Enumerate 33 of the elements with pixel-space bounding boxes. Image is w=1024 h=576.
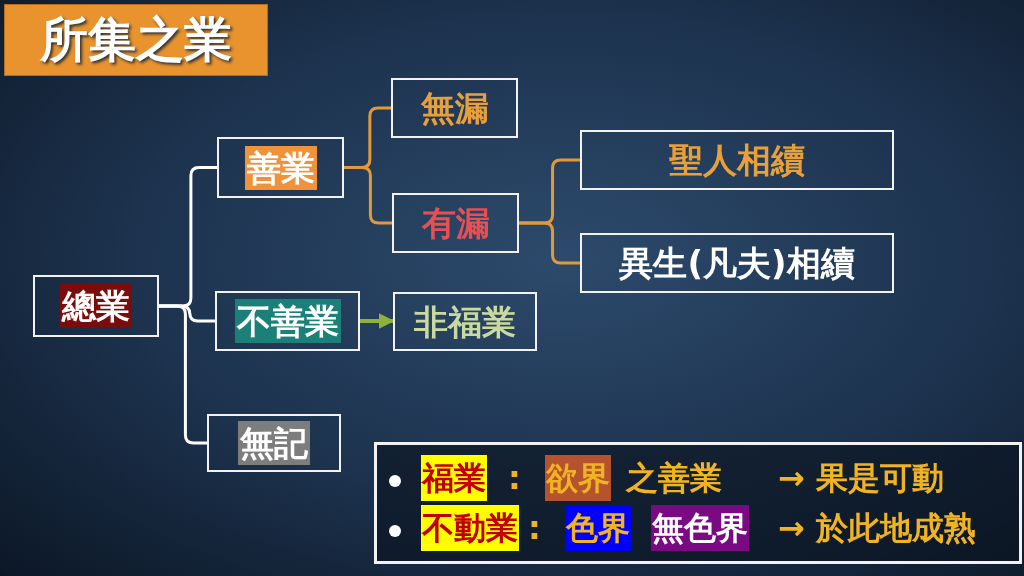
- note-text: → 於此地成熟: [777, 508, 977, 549]
- title-banner: 所集之業: [4, 4, 268, 76]
- highlighted-term: 欲界: [545, 455, 611, 501]
- bracket-line: [344, 166, 392, 225]
- term-box: [580, 130, 894, 190]
- term-box: [215, 291, 360, 351]
- note-text: → 果是可動: [777, 458, 945, 499]
- term-label: 有漏: [420, 202, 491, 245]
- arrow: [360, 313, 395, 329]
- bracket-line: [159, 304, 207, 445]
- term-label: 無記: [238, 421, 310, 465]
- term-label: 聖人相續: [668, 139, 806, 182]
- term-box: [580, 233, 894, 293]
- colon: :: [527, 508, 542, 549]
- term-box: [207, 414, 341, 472]
- highlighted-term: 不動業: [421, 505, 519, 551]
- note-text: 之善業: [625, 458, 723, 499]
- term-label: 善業: [244, 145, 317, 190]
- term-box: [33, 275, 159, 337]
- term-box: [392, 193, 519, 253]
- term-label: 異生(凡夫)相續: [618, 242, 856, 285]
- term-label: 不善業: [234, 299, 341, 343]
- highlighted-term: 色界: [565, 505, 631, 551]
- term-label: 總業: [60, 284, 132, 328]
- highlighted-term: 無色界: [651, 505, 749, 551]
- term-box: [217, 137, 344, 198]
- highlighted-term: 福業: [421, 455, 487, 501]
- term-box: [391, 78, 518, 138]
- colon: :: [507, 458, 522, 499]
- term-label: 非福業: [413, 300, 517, 344]
- bracket-line: [519, 221, 580, 265]
- term-box: [393, 292, 537, 351]
- term-label: 無漏: [419, 87, 490, 130]
